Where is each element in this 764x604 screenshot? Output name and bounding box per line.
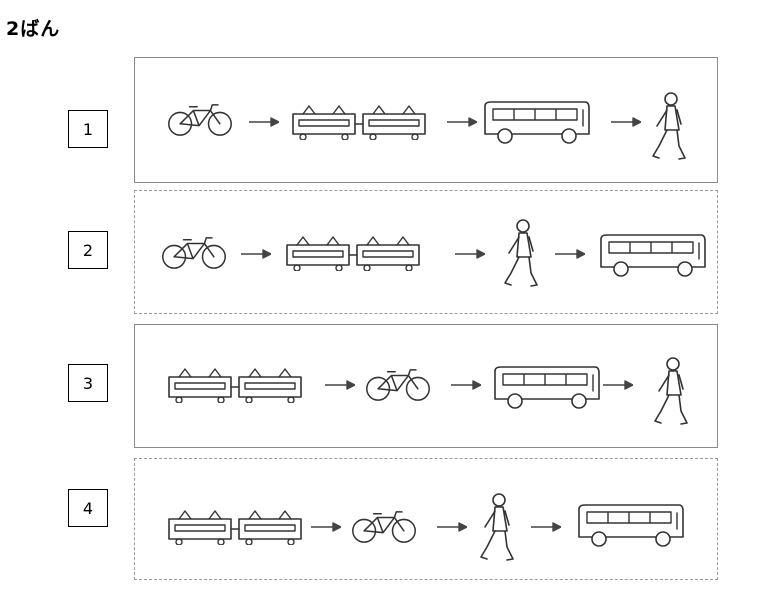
option-number-1[interactable]: 1 — [68, 110, 108, 148]
bicycle-icon — [159, 235, 229, 271]
walking-person-icon — [501, 219, 541, 289]
arrow-icon — [447, 117, 477, 127]
arrow-icon — [249, 117, 279, 127]
walking-person-icon — [651, 357, 691, 427]
arrow-icon — [241, 249, 271, 259]
option-number-2[interactable]: 2 — [68, 231, 108, 269]
walking-person-icon — [649, 92, 689, 162]
option-panel-3[interactable] — [134, 324, 718, 448]
page-title: 2ばん — [6, 18, 61, 40]
bicycle-icon — [349, 509, 419, 545]
option-number-4[interactable]: 4 — [68, 489, 108, 527]
arrow-icon — [611, 117, 641, 127]
arrow-icon — [603, 380, 633, 390]
arrow-icon — [325, 380, 355, 390]
bicycle-icon — [165, 102, 235, 138]
arrow-icon — [311, 522, 341, 532]
bicycle-icon — [363, 367, 433, 403]
arrow-icon — [455, 249, 485, 259]
bus-icon — [481, 100, 593, 144]
arrow-icon — [555, 249, 585, 259]
option-panel-2[interactable] — [134, 190, 718, 314]
option-panel-4[interactable] — [134, 458, 718, 580]
walking-person-icon — [477, 493, 517, 563]
option-panel-1[interactable] — [134, 57, 718, 183]
train-icon — [283, 231, 423, 271]
arrow-icon — [531, 522, 561, 532]
bus-icon — [597, 233, 709, 277]
option-number-3[interactable]: 3 — [68, 364, 108, 402]
bus-icon — [491, 365, 603, 409]
train-icon — [289, 100, 429, 140]
train-icon — [165, 363, 305, 403]
bus-icon — [575, 503, 687, 547]
train-icon — [165, 505, 305, 545]
arrow-icon — [451, 380, 481, 390]
arrow-icon — [437, 522, 467, 532]
